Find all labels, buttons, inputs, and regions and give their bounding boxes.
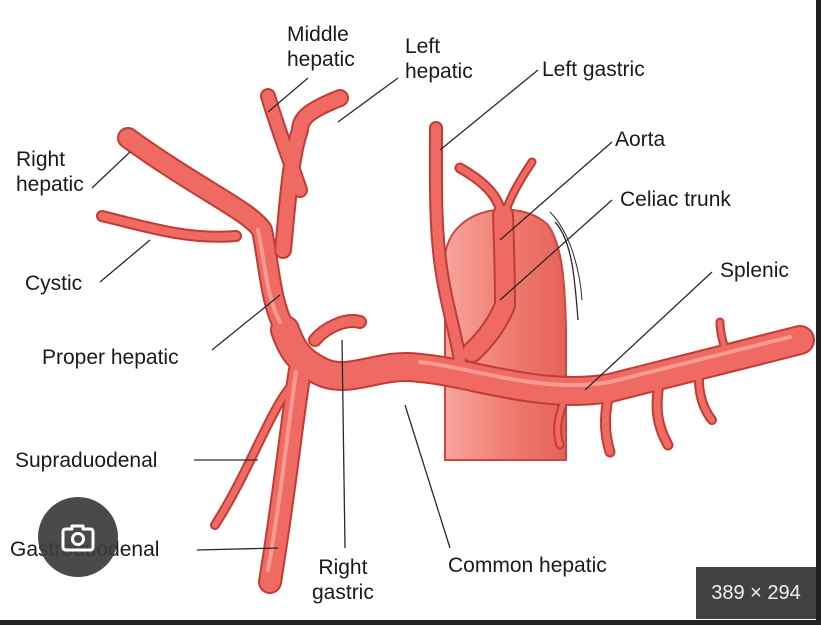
leader-cystic [100, 240, 150, 282]
artery-network [102, 96, 800, 582]
bottom-strip [0, 620, 821, 625]
visual-search-button[interactable] [38, 497, 118, 577]
label-right-gastric: Right gastric [312, 555, 374, 605]
label-cystic: Cystic [25, 271, 82, 296]
leader-common-hepatic [405, 405, 450, 548]
label-right-hepatic: Right hepatic [16, 147, 84, 197]
label-celiac-trunk: Celiac trunk [620, 187, 731, 212]
label-splenic: Splenic [720, 258, 789, 283]
label-left-hepatic: Left hepatic [405, 34, 473, 84]
image-dimensions-badge: 389 × 294 [696, 567, 816, 619]
label-left-gastric: Left gastric [542, 57, 645, 82]
label-aorta: Aorta [615, 127, 665, 152]
label-proper-hepatic: Proper hepatic [42, 345, 179, 370]
label-common-hepatic: Common hepatic [448, 553, 607, 578]
label-middle-hepatic: Middle hepatic [287, 22, 355, 72]
leader-right-hepatic [92, 152, 130, 188]
label-supraduodenal: Supraduodenal [15, 448, 157, 473]
camera-icon [59, 518, 97, 556]
